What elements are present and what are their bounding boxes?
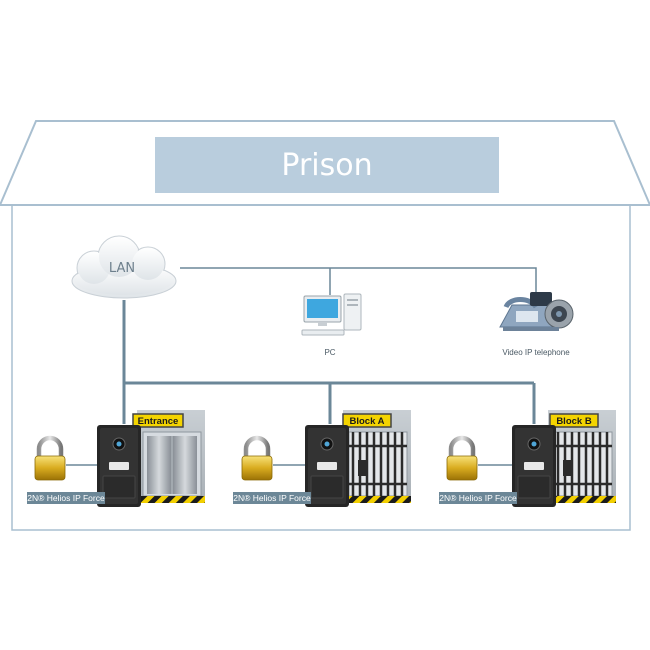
intercom-icon bbox=[97, 425, 141, 507]
title-banner: Prison bbox=[155, 137, 499, 193]
padlock-icon bbox=[446, 435, 478, 481]
intercom-icon bbox=[305, 425, 349, 507]
page-title: Prison bbox=[281, 148, 372, 183]
lan-cloud: LAN bbox=[71, 235, 177, 299]
device-label: 2N® Helios IP Force bbox=[233, 493, 311, 503]
device-label-bar bbox=[439, 492, 517, 504]
cloud-icon bbox=[71, 235, 177, 299]
device-label-bar bbox=[27, 492, 105, 504]
door-block-b: Block B 2N® Helios IP Force bbox=[439, 410, 616, 507]
padlock-icon bbox=[241, 435, 273, 481]
device-label-bar bbox=[233, 492, 311, 504]
network-lines bbox=[122, 267, 537, 424]
padlock-icon bbox=[34, 435, 66, 481]
door-icon bbox=[343, 410, 411, 503]
door-sign-label: Block A bbox=[349, 416, 384, 427]
intercom-icon bbox=[512, 425, 556, 507]
door-sign-label: Block B bbox=[556, 416, 592, 427]
door-sign bbox=[342, 413, 392, 428]
pc-device: PC bbox=[301, 293, 362, 357]
device-label: 2N® Helios IP Force bbox=[27, 493, 105, 503]
door-sign bbox=[132, 413, 184, 428]
door-entrance: Entrance 2N® Helios IP Force bbox=[27, 410, 205, 507]
pc-icon bbox=[301, 293, 362, 336]
phone-label: Video IP telephone bbox=[502, 348, 570, 357]
lan-label: LAN bbox=[109, 261, 135, 276]
door-sign-label: Entrance bbox=[138, 416, 179, 427]
door-sign bbox=[549, 413, 599, 428]
device-label: 2N® Helios IP Force bbox=[439, 493, 517, 503]
prison-building-outline bbox=[0, 120, 650, 531]
video-phone-device: Video IP telephone bbox=[499, 292, 574, 357]
video-phone-icon bbox=[499, 292, 574, 331]
door-block-a: Block A 2N® Helios IP Force bbox=[233, 410, 411, 507]
pc-label: PC bbox=[324, 348, 335, 357]
